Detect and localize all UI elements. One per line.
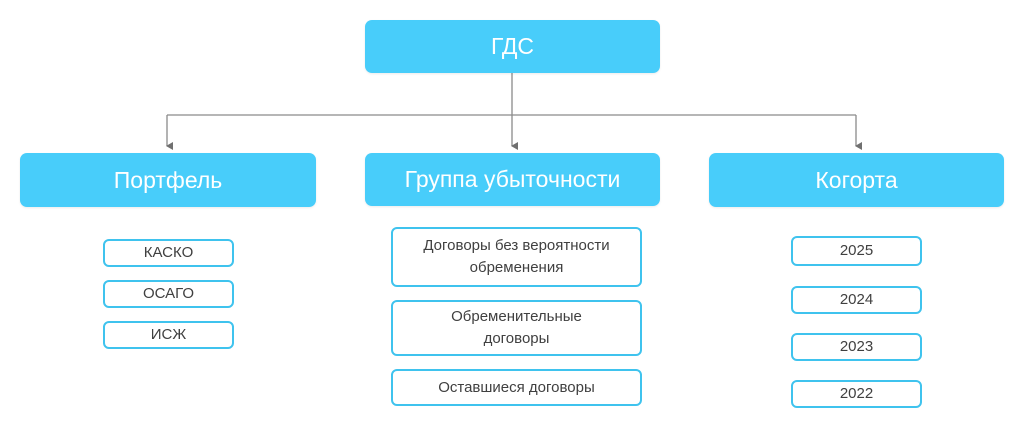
- branch-portfolio: Портфель: [20, 153, 316, 207]
- leaf-onerous: Обременительные договоры: [391, 300, 642, 356]
- leaf-osago: ОСАГО: [103, 280, 234, 308]
- leaf-no-onerous-probability: Договоры без вероятности обременения: [391, 227, 642, 287]
- root-node: ГДС: [365, 20, 660, 73]
- leaf-2023: 2023: [791, 333, 922, 361]
- leaf-remaining: Оставшиеся договоры: [391, 369, 642, 406]
- branch-cohort: Когорта: [709, 153, 1004, 207]
- branch-loss-group: Группа убыточности: [365, 153, 660, 206]
- leaf-kasko: КАСКО: [103, 239, 234, 267]
- leaf-iszh: ИСЖ: [103, 321, 234, 349]
- leaf-2024: 2024: [791, 286, 922, 314]
- leaf-2022: 2022: [791, 380, 922, 408]
- leaf-2025: 2025: [791, 236, 922, 266]
